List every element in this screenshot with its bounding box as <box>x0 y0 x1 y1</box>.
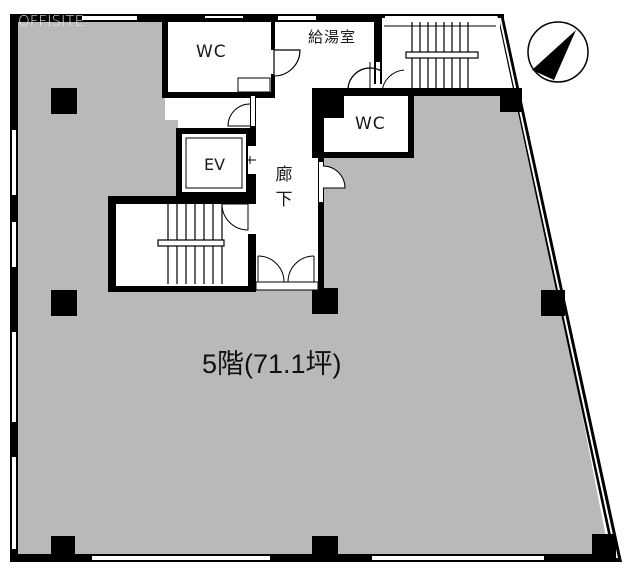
column <box>312 288 338 314</box>
corridor-label-1: 廊 <box>275 165 293 185</box>
column <box>51 536 75 558</box>
column <box>312 536 338 558</box>
column <box>51 88 77 114</box>
wc-left-label: WC <box>196 42 227 62</box>
column <box>541 290 565 316</box>
kitchenette-label: 給湯室 <box>308 28 357 46</box>
column <box>51 290 77 316</box>
column <box>592 534 616 558</box>
office-area <box>14 15 610 558</box>
corridor-label-2: 下 <box>275 190 293 210</box>
elevator-label: EV <box>204 155 226 174</box>
floor-area-label: 5階(71.1坪) <box>202 349 342 379</box>
north-arrow-icon <box>527 21 589 83</box>
wc-right-label: WC <box>355 114 386 134</box>
watermark: OFFISITE <box>18 12 85 30</box>
